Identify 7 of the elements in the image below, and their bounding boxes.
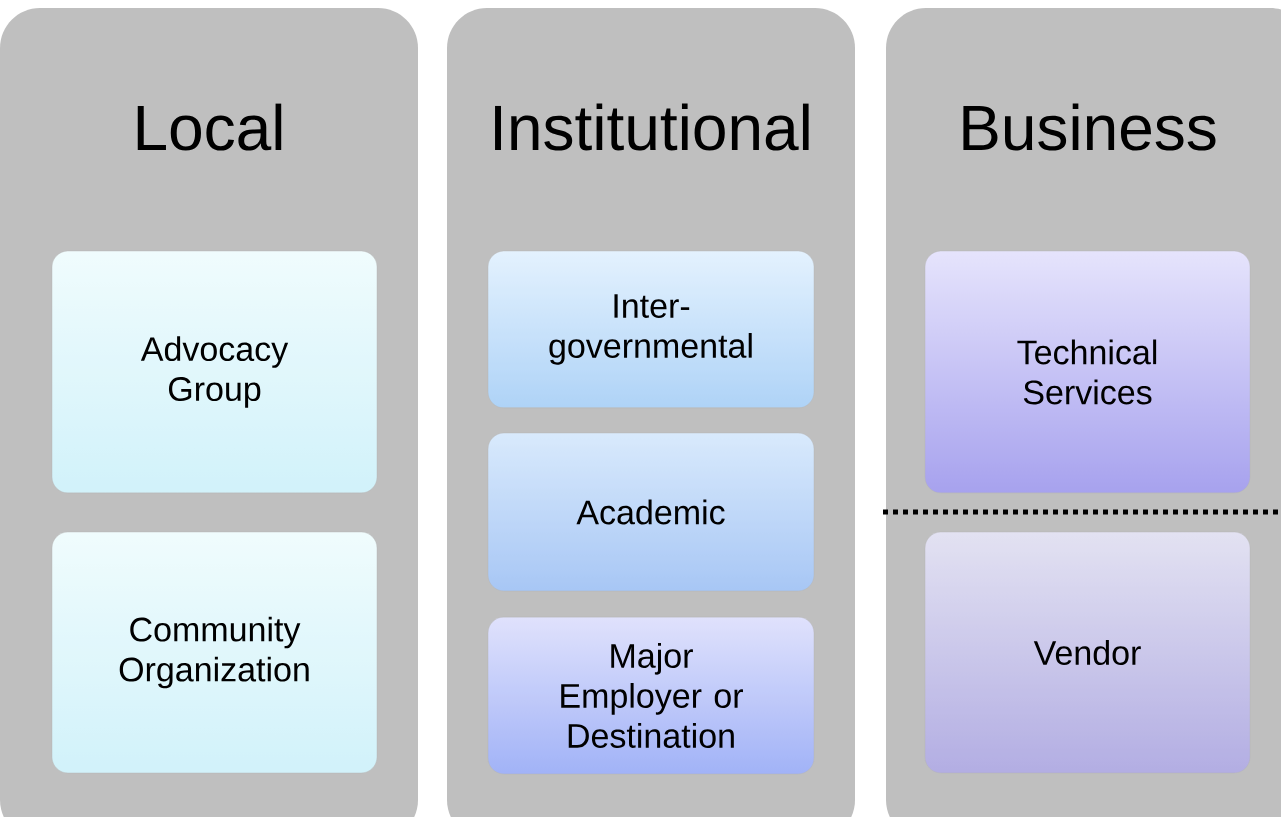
category-box: Major Employer or Destination: [487, 616, 815, 775]
category-box: Vendor: [924, 531, 1251, 774]
category-box: Community Organization: [51, 531, 378, 774]
category-box: Inter- governmental: [487, 250, 815, 409]
category-box: Academic: [487, 432, 815, 592]
category-box: Technical Services: [924, 250, 1251, 494]
category-box: Advocacy Group: [51, 250, 378, 494]
